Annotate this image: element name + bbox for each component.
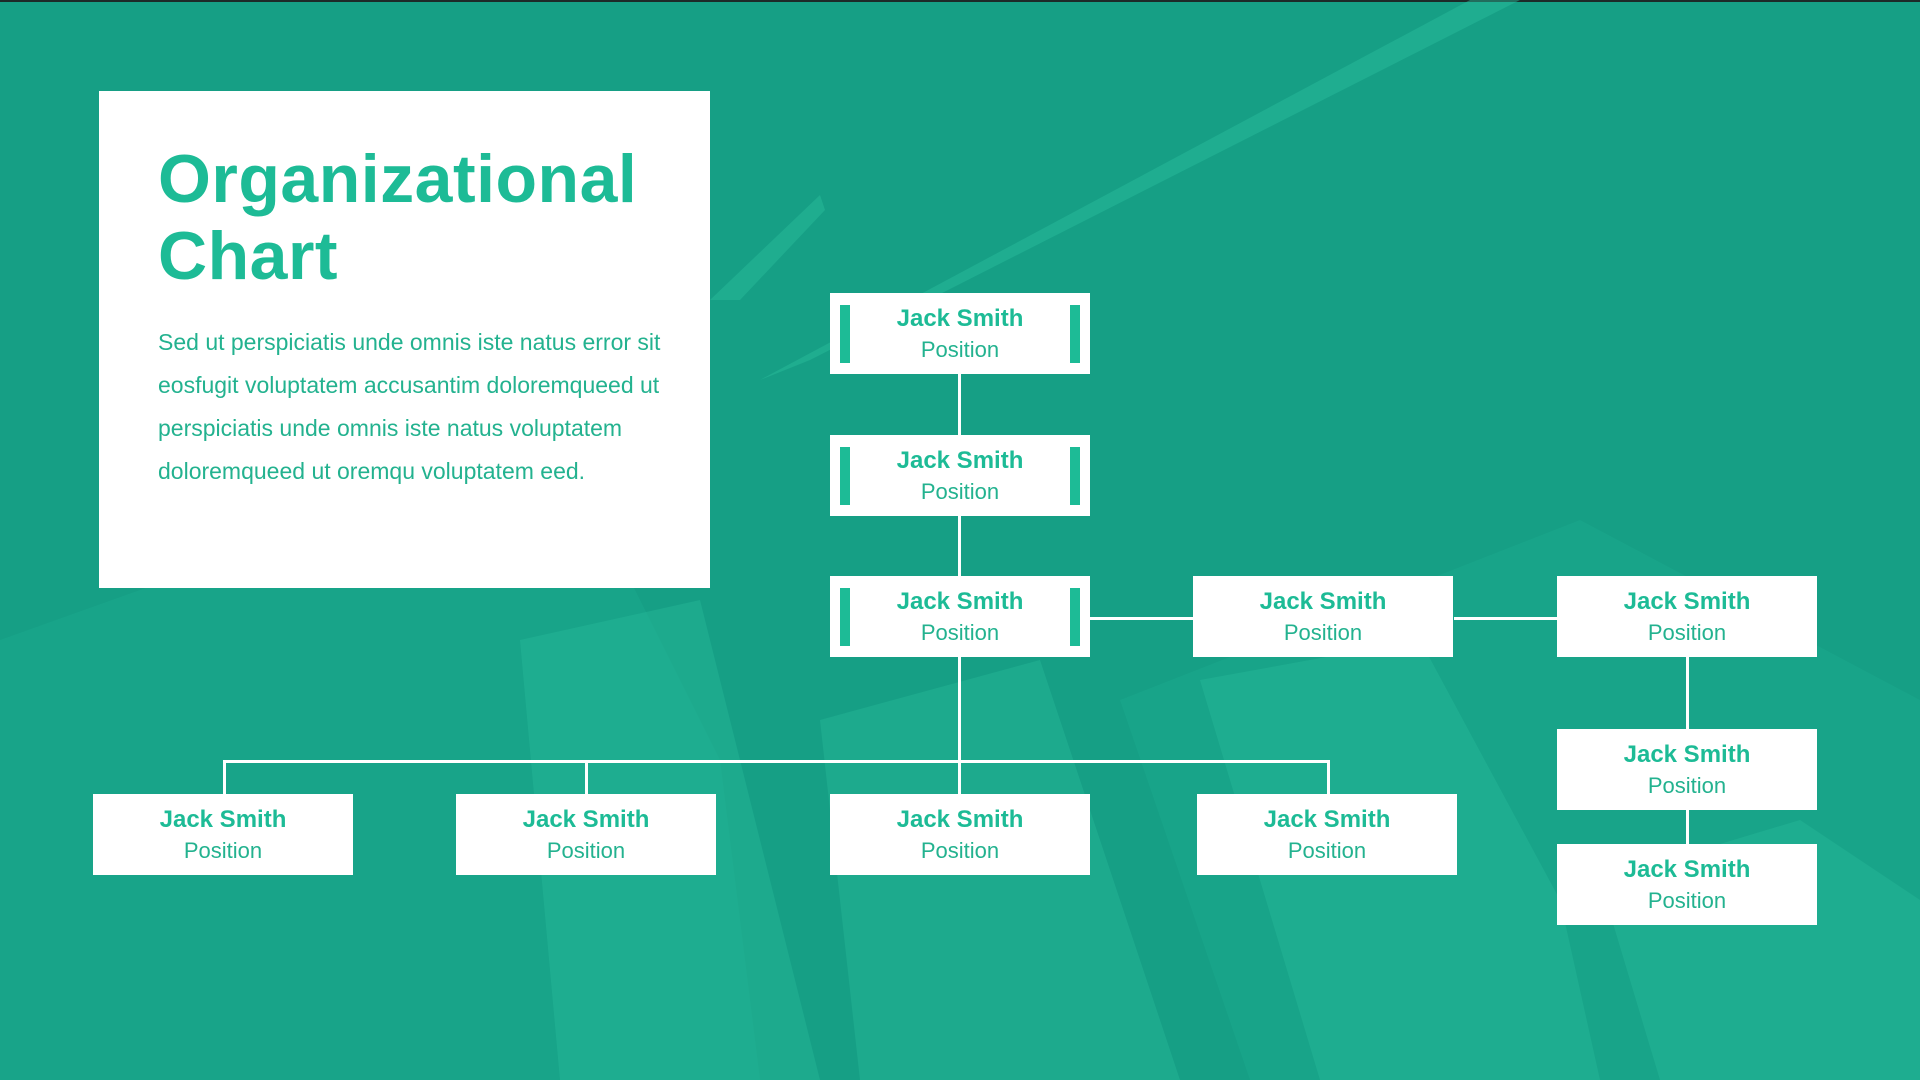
- accent-bar-right: [1070, 447, 1080, 505]
- description-text: Sed ut perspiciatis unde omnis iste natu…: [158, 329, 661, 484]
- node-name: Jack Smith: [896, 588, 1024, 615]
- org-node-bottom-1[interactable]: Jack Smith Position: [93, 794, 353, 875]
- node-name: Jack Smith: [1623, 856, 1751, 883]
- connector-n2-n3: [958, 516, 961, 576]
- accent-bar-left: [840, 305, 850, 363]
- org-node-level3[interactable]: Jack Smith Position: [830, 576, 1090, 657]
- node-position: Position: [1287, 838, 1367, 863]
- connector-bottom-rail: [223, 760, 1330, 763]
- node-name: Jack Smith: [1259, 588, 1387, 615]
- node-position: Position: [1647, 888, 1727, 913]
- node-name: Jack Smith: [1623, 588, 1751, 615]
- node-name: Jack Smith: [1263, 806, 1391, 833]
- node-position: Position: [920, 337, 1000, 362]
- org-node-bottom-2[interactable]: Jack Smith Position: [456, 794, 716, 875]
- node-name: Jack Smith: [896, 447, 1024, 474]
- connector-drop-n8: [223, 760, 226, 794]
- connector-n5-n6: [1686, 657, 1689, 729]
- node-position: Position: [920, 620, 1000, 645]
- top-edge-line: [0, 0, 1920, 2]
- node-position: Position: [1283, 620, 1363, 645]
- org-node-side-2[interactable]: Jack Smith Position: [1557, 576, 1817, 657]
- accent-bar-left: [840, 588, 850, 646]
- org-node-side-3[interactable]: Jack Smith Position: [1557, 729, 1817, 810]
- node-name: Jack Smith: [159, 806, 287, 833]
- connector-n6-n7: [1686, 810, 1689, 844]
- connector-n3-n4: [1089, 617, 1193, 620]
- accent-bar-left: [840, 447, 850, 505]
- connector-drop-n9: [585, 760, 588, 794]
- org-node-level2[interactable]: Jack Smith Position: [830, 435, 1090, 516]
- connector-n1-n2: [958, 373, 961, 435]
- node-position: Position: [920, 838, 1000, 863]
- accent-bar-right: [1070, 305, 1080, 363]
- page-title: Organizational Chart: [158, 141, 638, 294]
- node-position: Position: [183, 838, 263, 863]
- node-position: Position: [1647, 773, 1727, 798]
- node-name: Jack Smith: [896, 305, 1024, 332]
- org-node-side-4[interactable]: Jack Smith Position: [1557, 844, 1817, 925]
- org-node-bottom-3[interactable]: Jack Smith Position: [830, 794, 1090, 875]
- intro-panel: Organizational Chart Sed ut perspiciatis…: [99, 91, 710, 588]
- accent-bar-right: [1070, 588, 1080, 646]
- org-node-side-1[interactable]: Jack Smith Position: [1193, 576, 1453, 657]
- node-position: Position: [546, 838, 626, 863]
- connector-n4-n5: [1454, 617, 1557, 620]
- node-name: Jack Smith: [1623, 741, 1751, 768]
- connector-n3-down: [958, 657, 961, 794]
- node-name: Jack Smith: [896, 806, 1024, 833]
- org-node-level1[interactable]: Jack Smith Position: [830, 293, 1090, 374]
- node-position: Position: [1647, 620, 1727, 645]
- node-position: Position: [920, 479, 1000, 504]
- org-node-bottom-4[interactable]: Jack Smith Position: [1197, 794, 1457, 875]
- node-name: Jack Smith: [522, 806, 650, 833]
- connector-drop-n11: [1327, 760, 1330, 794]
